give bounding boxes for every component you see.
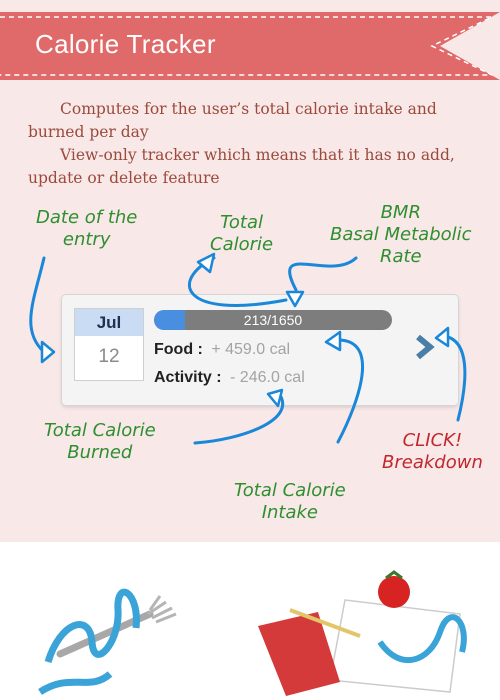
date-badge: Jul 12: [74, 308, 144, 381]
arrowhead-burned: [266, 388, 284, 408]
page-title: Calorie Tracker: [35, 29, 216, 59]
activity-value: - 246.0 cal: [230, 369, 305, 386]
intro-line-2: View-only tracker which means that it ha…: [28, 146, 455, 187]
intro-line-1: Computes for the user’s total calorie in…: [28, 100, 437, 141]
intro-text: Computes for the user’s total calorie in…: [28, 98, 478, 190]
annotation-date: Date of the entry: [36, 207, 138, 250]
annotation-click-breakdown: CLICK! Breakdown: [382, 430, 483, 473]
activity-row: Activity : - 246.0 cal: [154, 369, 305, 387]
date-month: Jul: [75, 309, 143, 336]
activity-label: Activity :: [154, 369, 222, 386]
calorie-entry-card[interactable]: Jul 12 213/1650 Food : + 459.0 cal Activ…: [62, 295, 458, 405]
annotation-total-burned: Total Calorie Burned: [44, 420, 156, 463]
annotation-arrows: [29, 252, 467, 445]
food-label: Food :: [154, 341, 203, 358]
calorie-progress-text: 213/1650: [243, 312, 303, 328]
tomato-icon: [378, 570, 410, 608]
arrow-intake: [336, 338, 364, 444]
arrow-bmr: [288, 256, 358, 292]
notebook-icon: [258, 599, 461, 696]
arrowhead-intake: [324, 330, 342, 352]
calorie-progress-fill: [154, 310, 185, 330]
arrowhead-click: [434, 326, 450, 348]
date-day: 12: [98, 346, 120, 367]
arrow-burned: [193, 390, 285, 445]
title-banner: [0, 12, 500, 80]
arrow-date: [29, 256, 46, 354]
decorative-photo: [0, 542, 500, 700]
arrow-total-calorie: [188, 256, 288, 307]
measuring-tape-icon-2: [377, 614, 467, 664]
calorie-progress-bar: 213/1650: [154, 310, 392, 330]
annotation-bmr: BMR Basal Metabolic Rate: [330, 202, 472, 267]
measuring-tape-icon: [38, 588, 140, 695]
food-row: Food : + 459.0 cal: [154, 341, 290, 359]
arrowhead-total-calorie: [196, 252, 216, 274]
annotation-total-intake: Total Calorie Intake: [234, 480, 346, 523]
annotation-total-calorie: Total Calorie: [210, 212, 274, 255]
chevron-right-icon[interactable]: [410, 332, 440, 362]
arrow-click: [442, 334, 467, 422]
arrowhead-date: [40, 340, 56, 364]
food-value: + 459.0 cal: [211, 341, 291, 358]
arrowhead-bmr: [285, 290, 305, 308]
